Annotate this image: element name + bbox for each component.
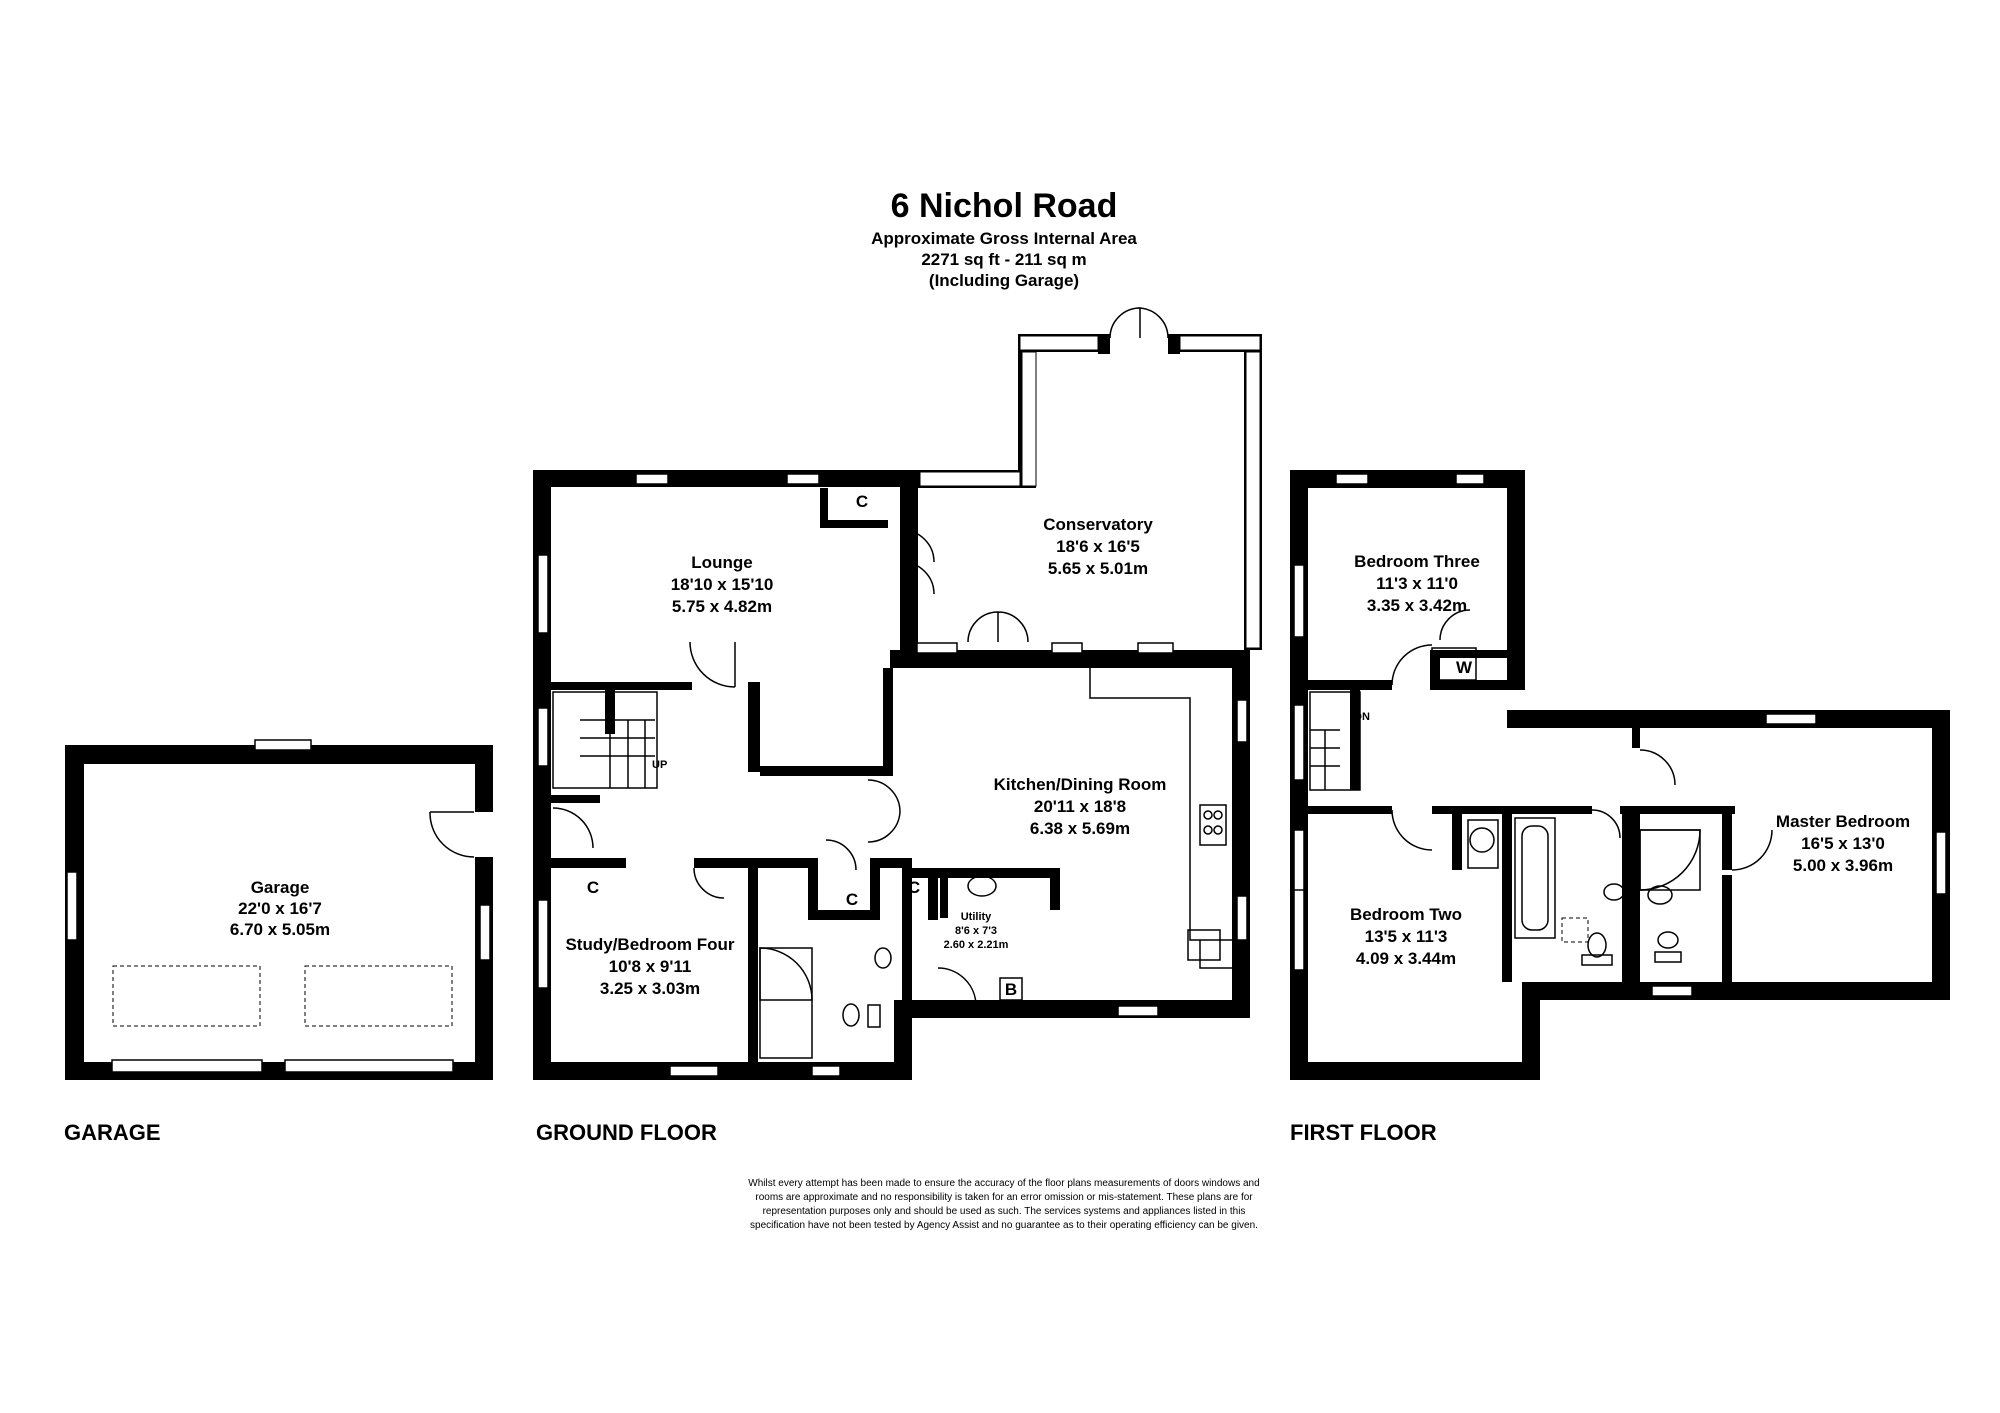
area-note: (Including Garage) bbox=[929, 271, 1079, 290]
first-floor-plan: DN W bbox=[1290, 470, 1950, 1080]
boiler-marker: B bbox=[1005, 980, 1017, 999]
study-name: Study/Bedroom Four bbox=[565, 935, 734, 954]
disclaimer-line-4: specification have not been tested by Ag… bbox=[750, 1220, 1258, 1231]
bedroom2-metric: 4.09 x 3.44m bbox=[1356, 949, 1456, 968]
stair-down-marker: DN bbox=[1354, 711, 1370, 723]
disclaimer-line-3: representation purposes only and should … bbox=[763, 1206, 1246, 1217]
master-bedroom-name: Master Bedroom bbox=[1776, 812, 1910, 831]
garage-name: Garage bbox=[251, 878, 310, 897]
bedroom3-metric: 3.35 x 3.42m bbox=[1367, 596, 1467, 615]
kitchen-name: Kitchen/Dining Room bbox=[994, 775, 1167, 794]
area-value: 2271 sq ft - 211 sq m bbox=[921, 250, 1086, 269]
lounge-cupboard-marker: C bbox=[856, 492, 868, 511]
study-imperial: 10'8 x 9'11 bbox=[609, 957, 692, 976]
bedroom2-name: Bedroom Two bbox=[1350, 905, 1462, 924]
utility-name: Utility bbox=[961, 911, 992, 923]
disclaimer-line-1: Whilst every attempt has been made to en… bbox=[748, 1178, 1259, 1189]
ground-floor-plan: UP bbox=[533, 307, 1262, 1080]
stair-up-marker: UP bbox=[652, 759, 667, 771]
kitchen-metric: 6.38 x 5.69m bbox=[1030, 819, 1130, 838]
bedroom3-imperial: 11'3 x 11'0 bbox=[1376, 574, 1458, 593]
bedroom3-name: Bedroom Three bbox=[1354, 552, 1480, 571]
hall-cupboard-marker: C bbox=[846, 890, 858, 909]
lounge-metric: 5.75 x 4.82m bbox=[672, 597, 772, 616]
master-bedroom-imperial: 16'5 x 13'0 bbox=[1801, 834, 1885, 853]
study-cupboard-marker: C bbox=[587, 878, 599, 897]
conservatory-name: Conservatory bbox=[1043, 515, 1153, 534]
utility-metric: 2.60 x 2.21m bbox=[944, 939, 1009, 951]
utility-imperial: 8'6 x 7'3 bbox=[955, 925, 997, 937]
disclaimer-line-2: rooms are approximate and no responsibil… bbox=[755, 1192, 1253, 1203]
kitchen-imperial: 20'11 x 18'8 bbox=[1034, 797, 1126, 816]
area-subtitle: Approximate Gross Internal Area bbox=[871, 229, 1137, 248]
garage-plan: Garage 22'0 x 16'7 6.70 x 5.05m bbox=[65, 739, 494, 1080]
garage-floor-label: GARAGE bbox=[64, 1120, 161, 1145]
garage-metric: 6.70 x 5.05m bbox=[230, 920, 330, 939]
garage-imperial: 22'0 x 16'7 bbox=[238, 899, 322, 918]
bedroom2-imperial: 13'5 x 11'3 bbox=[1365, 927, 1448, 946]
ground-floor-label: GROUND FLOOR bbox=[536, 1120, 717, 1145]
first-floor-label: FIRST FLOOR bbox=[1290, 1120, 1437, 1145]
lounge-imperial: 18'10 x 15'10 bbox=[671, 575, 774, 594]
utility-cupboard-marker: C bbox=[908, 878, 920, 897]
study-metric: 3.25 x 3.03m bbox=[600, 979, 700, 998]
conservatory-imperial: 18'6 x 16'5 bbox=[1056, 537, 1140, 556]
lounge-name: Lounge bbox=[691, 553, 752, 572]
wardrobe-marker: W bbox=[1456, 658, 1473, 677]
master-bedroom-metric: 5.00 x 3.96m bbox=[1793, 856, 1893, 875]
conservatory-metric: 5.65 x 5.01m bbox=[1048, 559, 1148, 578]
page-title: 6 Nichol Road bbox=[891, 187, 1118, 225]
